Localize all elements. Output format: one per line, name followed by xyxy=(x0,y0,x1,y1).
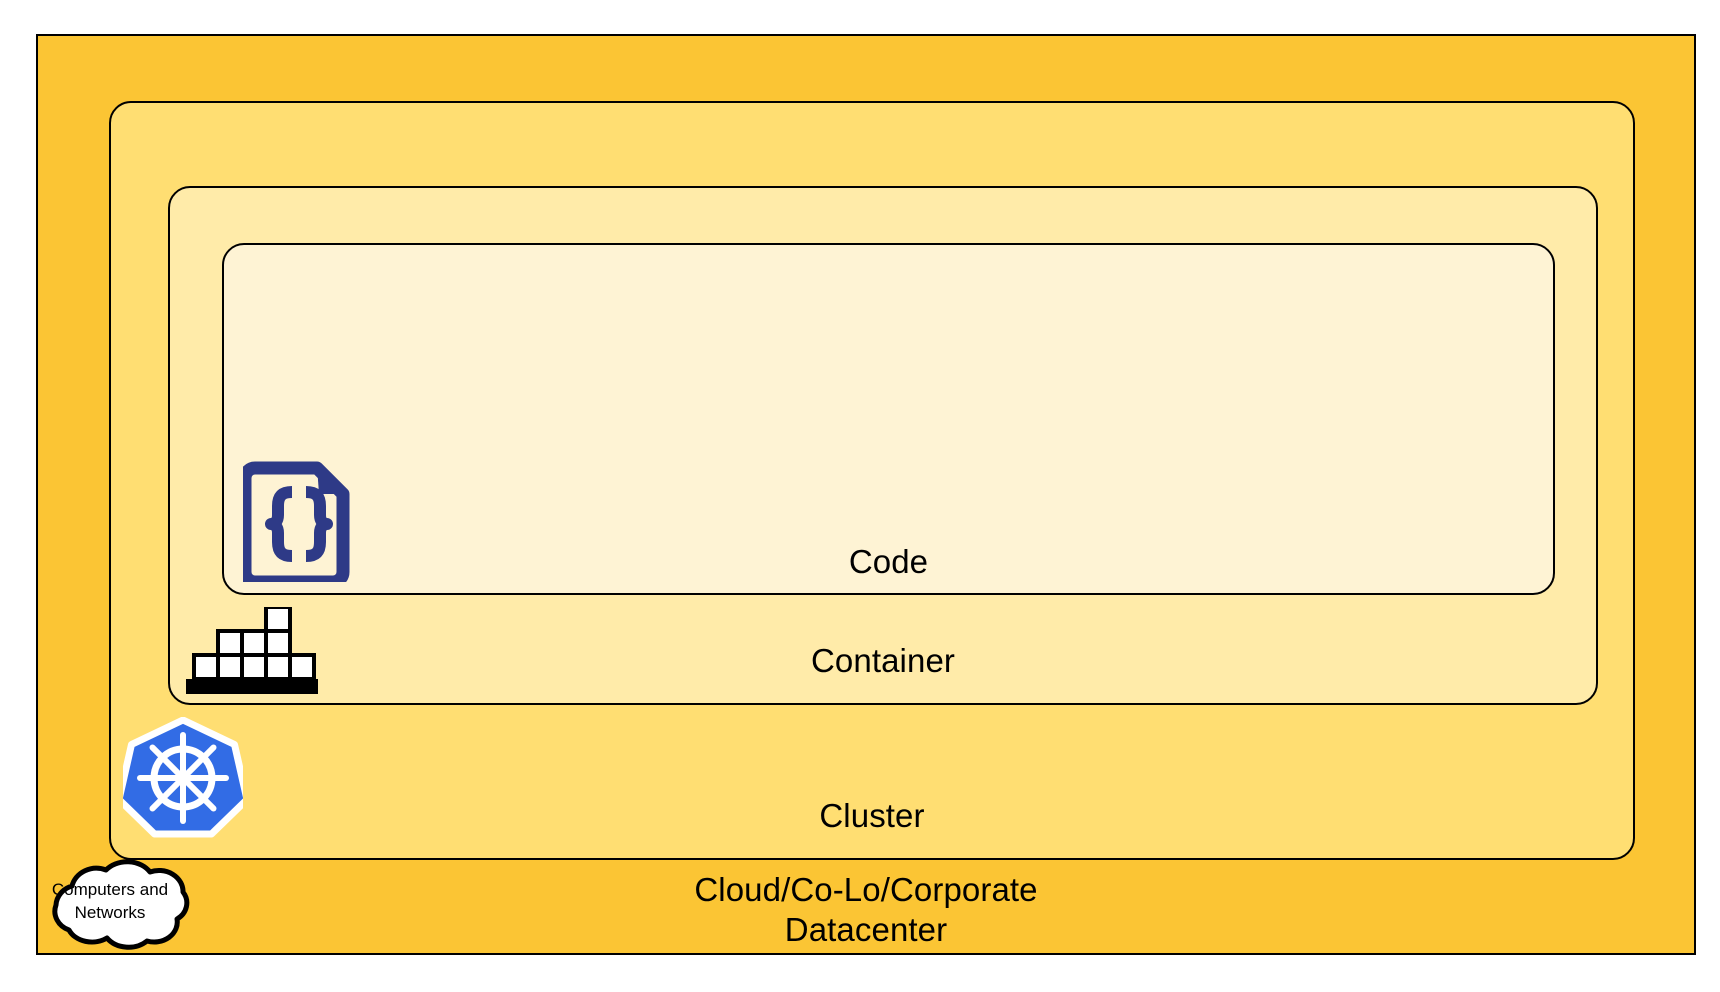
layer-label-container: Container xyxy=(811,642,955,679)
kubernetes-helm-icon xyxy=(115,716,251,840)
layer-label-datacenter: Cloud/Co-Lo/Corporate Datacenter xyxy=(694,871,1038,948)
computers-networks-cloud-shape[interactable] xyxy=(30,852,202,962)
container-blocks-icon xyxy=(186,605,318,694)
layer-label-code: Code xyxy=(848,543,929,580)
code-file-braces-icon xyxy=(238,458,355,589)
layer-box-code[interactable] xyxy=(222,243,1555,595)
layer-label-cluster: Cluster xyxy=(819,797,925,834)
